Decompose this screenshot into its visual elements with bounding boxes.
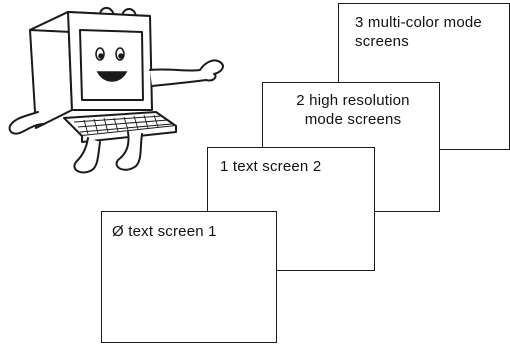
screen-0-label: Ø text screen 1 <box>112 223 217 240</box>
computer-mascot-icon <box>8 7 224 174</box>
screen-1-label: 1 text screen 2 <box>220 158 322 175</box>
screen-3-label: 3 multi-color mode screens <box>355 14 482 50</box>
screen-0-text-screen-1: Ø text screen 1 <box>101 211 277 343</box>
screen-2-label: 2 high resolution mode screens <box>296 92 410 128</box>
